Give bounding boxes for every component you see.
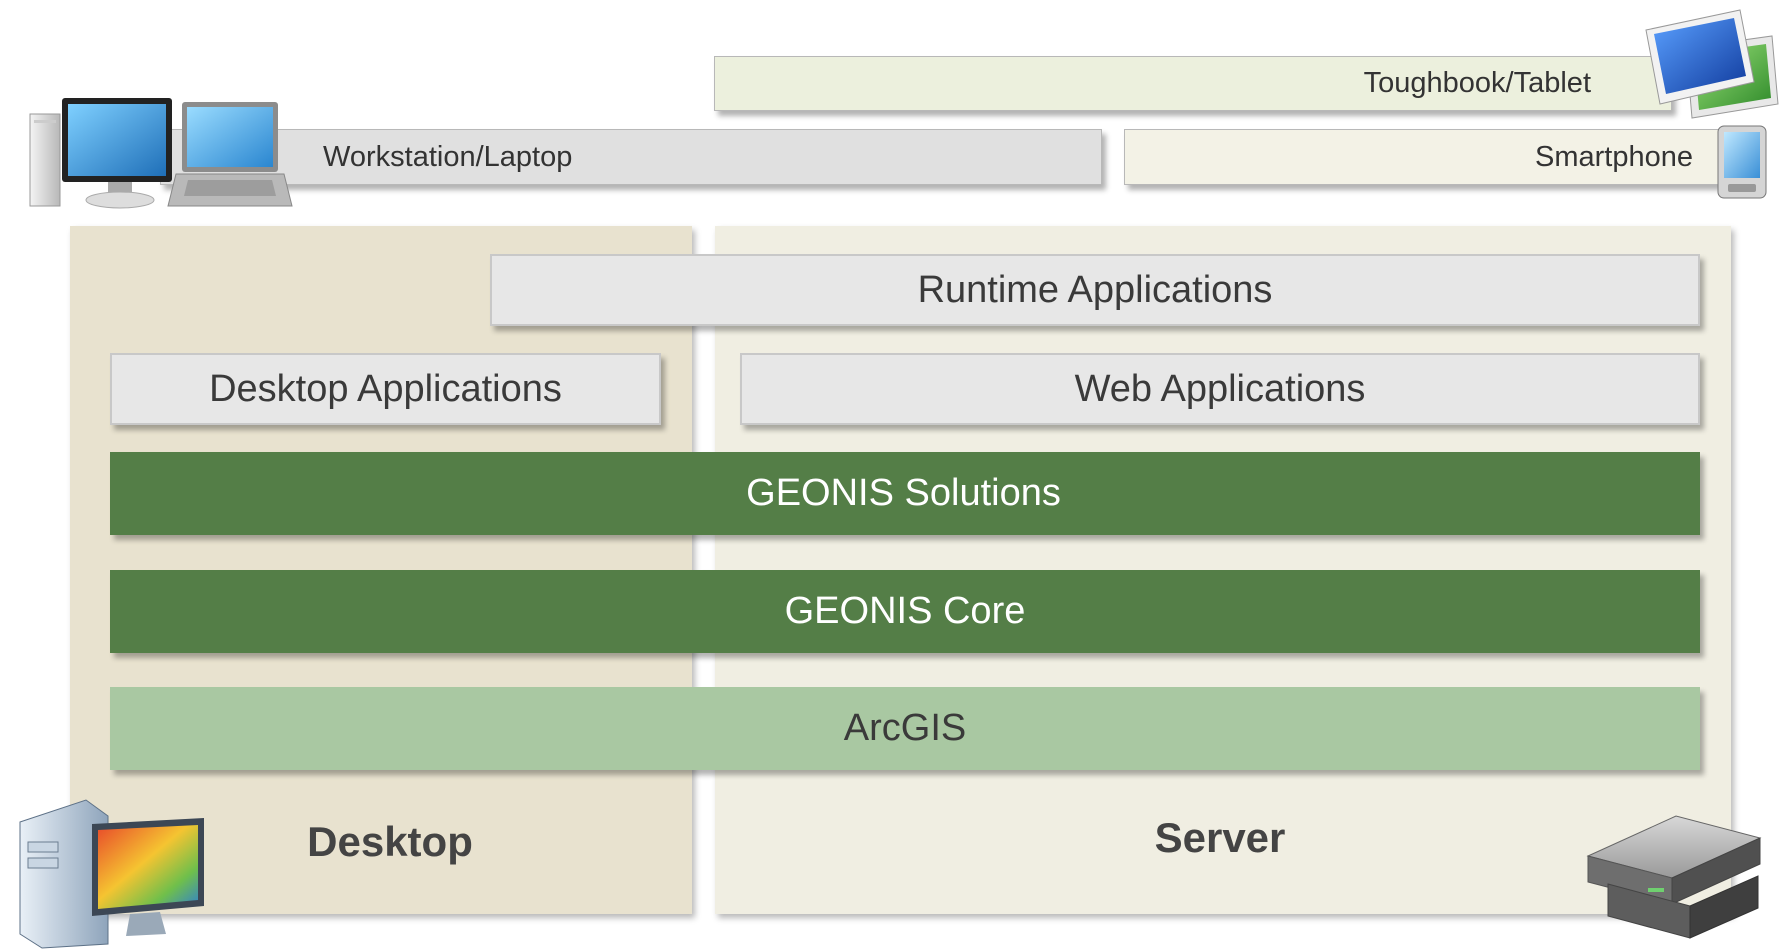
geonis-core-band: GEONIS Core	[110, 570, 1700, 653]
web-applications-label: Web Applications	[1074, 367, 1366, 410]
workstation-laptop-band: Workstation/Laptop	[160, 129, 1102, 185]
laptop-icon	[167, 102, 293, 207]
workstation-laptop-label: Workstation/Laptop	[323, 140, 573, 173]
tablet-icon	[1645, 9, 1779, 119]
runtime-applications-label: Runtime Applications	[917, 268, 1273, 311]
workstation-icon	[29, 98, 172, 209]
smartphone-icon	[1717, 125, 1767, 199]
arcgis-band: ArcGIS	[110, 687, 1700, 770]
server-icon	[1586, 815, 1762, 939]
toughbook-tablet-band: Toughbook/Tablet	[714, 56, 1672, 111]
desktop-applications-label: Desktop Applications	[209, 367, 562, 410]
geonis-core-label: GEONIS Core	[784, 590, 1026, 632]
desktop-applications-band: Desktop Applications	[110, 353, 661, 425]
arcgis-label: ArcGIS	[843, 707, 967, 749]
desktop-column-label: Desktop	[307, 818, 473, 865]
smartphone-band: Smartphone	[1124, 129, 1724, 185]
geonis-solutions-label: GEONIS Solutions	[746, 472, 1061, 514]
geonis-solutions-band: GEONIS Solutions	[110, 452, 1700, 535]
toughbook-tablet-label: Toughbook/Tablet	[1363, 67, 1591, 99]
smartphone-label: Smartphone	[1535, 140, 1693, 173]
desktop-pc-icon	[19, 799, 204, 949]
server-column-label: Server	[1154, 814, 1286, 861]
runtime-applications-band: Runtime Applications	[490, 254, 1700, 326]
web-applications-band: Web Applications	[740, 353, 1700, 425]
